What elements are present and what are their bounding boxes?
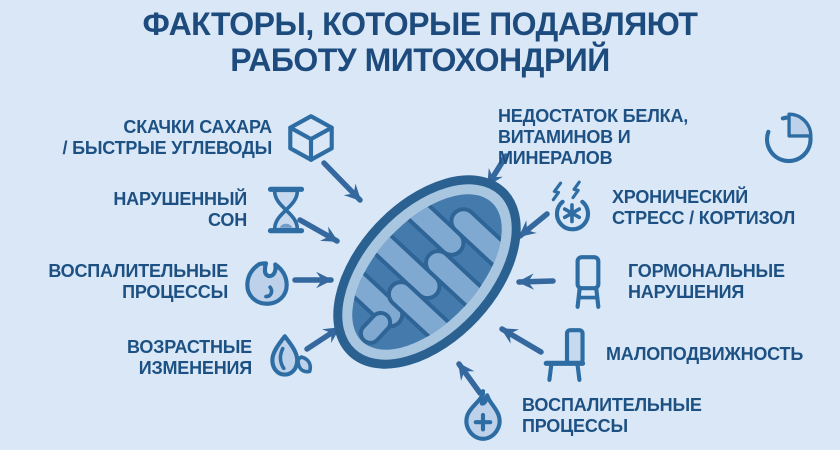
factor-sleep-disruption: НАРУШЕННЫЙ СОН	[100, 180, 315, 240]
hourglass-icon	[257, 180, 315, 240]
factor-aging: ВОЗРАСТНЫЕ ИЗМЕНЕНИЯ	[70, 328, 320, 388]
factor-inflammation-bottom: ВОСПАЛИТЕЛЬНЫЕ ПРОЦЕССЫ	[454, 386, 702, 446]
factor-label: ВОЗРАСТНЫЕ ИЗМЕНЕНИЯ	[127, 337, 252, 378]
chair-side-icon	[538, 324, 596, 384]
stress-icon	[544, 178, 602, 238]
factor-label: НЕДОСТАТОК БЕЛКА, ВИТАМИНОВ И МИНЕРАЛОВ	[498, 106, 689, 168]
pie-chart-icon	[758, 108, 816, 168]
factor-sedentary: МАЛОПОДВИЖНОСТЬ	[538, 324, 803, 384]
arrow-aging	[304, 325, 342, 352]
mitochondria-body	[333, 175, 522, 369]
leaves-icon	[262, 328, 320, 388]
chair-front-icon	[560, 252, 618, 312]
factor-label: ВОСПАЛИТЕЛЬНЫЕ ПРОЦЕССЫ	[48, 261, 228, 302]
arrow-sedentary	[499, 326, 544, 355]
flame-blob-icon	[238, 252, 296, 312]
arrow-hormonal	[516, 273, 556, 290]
arrow-stress	[517, 211, 550, 239]
factor-protein-deficiency: НЕДОСТАТОК БЕЛКА, ВИТАМИНОВ И МИНЕРАЛОВ	[498, 106, 816, 169]
factor-chronic-stress: ХРОНИЧЕСКИЙ СТРЕСС / КОРТИЗОЛ	[544, 178, 795, 238]
factor-hormonal-disorders: ГОРМОНАЛЬНЫЕ НАРУШЕНИЯ	[560, 252, 785, 312]
factor-label: ВОСПАЛИТЕЛЬНЫЕ ПРОЦЕССЫ	[522, 395, 702, 436]
arrow-sleep	[297, 217, 340, 244]
page-title: ФАКТОРЫ, КОТОРЫЕ ПОДАВЛЯЮТ РАБОТУ МИТОХО…	[0, 6, 840, 78]
factor-label: ГОРМОНАЛЬНЫЕ НАРУШЕНИЯ	[628, 261, 785, 302]
factor-label: ХРОНИЧЕСКИЙ СТРЕСС / КОРТИЗОЛ	[612, 187, 796, 228]
factor-sugar-spikes: СКАЧКИ САХАРА / БЫСТРЫЕ УГЛЕВОДЫ	[60, 108, 340, 168]
flame-plus-icon	[454, 386, 512, 446]
factor-inflammation-left: ВОСПАЛИТЕЛЬНЫЕ ПРОЦЕССЫ	[38, 252, 296, 312]
factor-label: НАРУШЕННЫЙ СОН	[113, 189, 247, 230]
arrow-inflammation-bottom	[456, 361, 483, 396]
arrows-group	[292, 153, 556, 396]
factor-label: МАЛОПОДВИЖНОСТЬ	[606, 343, 804, 364]
factor-label: СКАЧКИ САХАРА / БЫСТРЫЕ УГЛЕВОДЫ	[62, 117, 273, 158]
title-line-2: РАБОТУ МИТОХОНДРИЙ	[230, 42, 610, 78]
sugar-cube-icon	[282, 108, 340, 168]
title-line-1: ФАКТОРЫ, КОТОРЫЕ ПОДАВЛЯЮТ	[142, 6, 698, 42]
arrow-sugar	[321, 160, 363, 203]
